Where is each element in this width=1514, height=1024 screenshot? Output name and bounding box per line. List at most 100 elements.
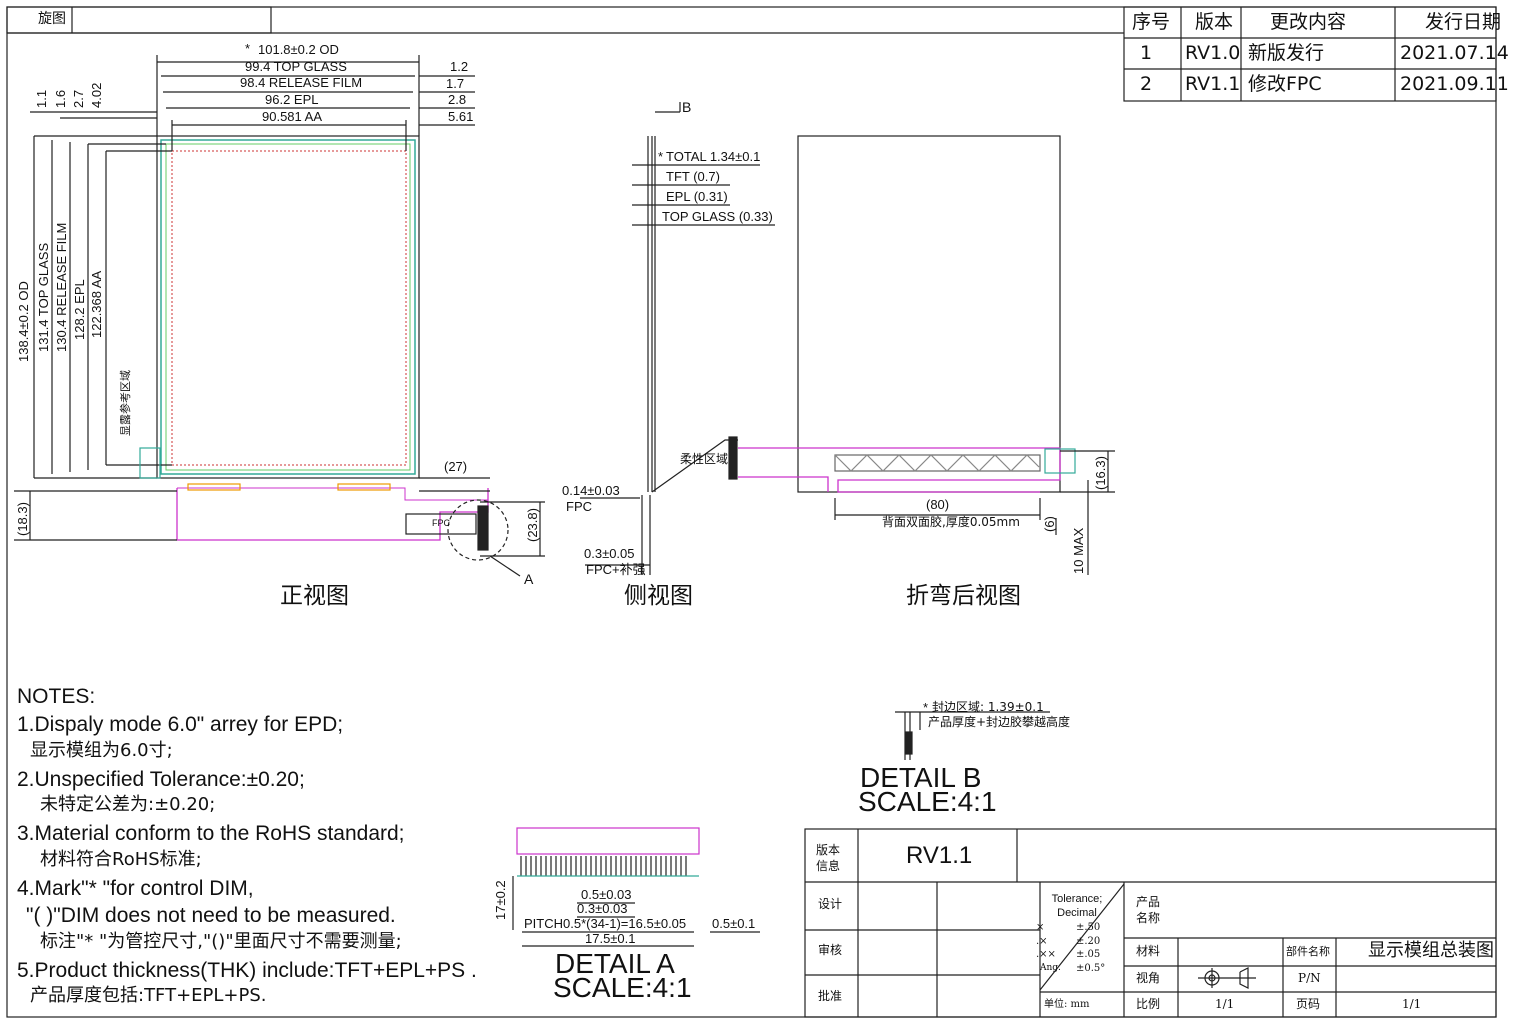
dim-right-4: 5.61 (448, 109, 474, 124)
dim-aa-width: 90.581 AA (262, 109, 322, 124)
detail-a-height: 17±0.2 (493, 880, 508, 920)
detail-a-dim1: 0.5±0.03 (581, 887, 632, 902)
note-4-en-2: "( )"DIM does not need to be measured. (26, 904, 396, 927)
dim-release-film-height: 130.4 RELEASE FILM (54, 222, 69, 352)
tol-row3-key: .×× (1036, 949, 1056, 960)
note-2-cn: 未特定公差为:±0.20; (40, 794, 216, 815)
tol-row2-val: ±.20 (1076, 936, 1101, 947)
material-label: 材料 (1136, 944, 1161, 958)
scale-label: 比例 (1136, 997, 1161, 1011)
dim-fpc-height: (18.3) (15, 502, 30, 536)
detail-a-scale: SCALE:4:1 (553, 972, 692, 1003)
page-value: 1/1 (1402, 997, 1422, 1011)
dim-stiffener-thickness: 0.3±0.05 (584, 546, 635, 561)
dim-star: * (245, 41, 251, 56)
note-4-cn: 标注"* "为管控尺寸,"()"里面尺寸不需要测量; (40, 931, 402, 952)
fpc-label: FPC (566, 499, 592, 514)
dim-topleft-4: 4.02 (89, 82, 104, 108)
dim-topleft-1: 1.1 (34, 89, 49, 108)
tol-row1-val: ±.50 (1076, 922, 1101, 933)
note-3-en: 3.Material conform to the RoHS standard; (17, 822, 405, 845)
note-1-en: 1.Dispaly mode 6.0" arrey for EPD; (17, 713, 344, 736)
detail-b-star: * (923, 700, 929, 715)
tol-row4-val: ±0.5° (1076, 963, 1106, 974)
rev-row2-version: RV1.1 (1185, 73, 1241, 95)
pn-label: P/N (1298, 971, 1321, 985)
detail-b-note: 产品厚度+封边胶攀越高度 (928, 715, 1071, 729)
dim-epl-thickness: EPL (0.31) (666, 189, 728, 204)
rev-header-version: 版本 (1195, 11, 1234, 33)
part-name-value: 显示模组总装图 (1368, 940, 1494, 961)
design-label: 设计 (818, 897, 843, 911)
dim-epl-height: 128.2 EPL (72, 279, 87, 340)
detail-b-dim: 封边区域: 1.39±0.1 (932, 700, 1044, 714)
part-name-label: 部件名称 (1286, 945, 1330, 958)
tape-label: 背面双面胶,厚度0.05mm (882, 515, 1020, 529)
dim-topleft-2: 1.6 (53, 89, 68, 108)
note-3-cn: 材料符合RoHS标准; (40, 849, 202, 870)
dim-max-thickness: 10 MAX (1071, 527, 1086, 574)
rev-row2-date: 2021.09.11 (1400, 73, 1509, 95)
tol-row3-val: ±.05 (1076, 949, 1101, 960)
dim-bent-height: (16.3) (1093, 456, 1108, 490)
approve-label: 批准 (818, 989, 843, 1003)
dim-aa-height: 122.368 AA (89, 270, 104, 338)
version-info-label: 版本信息 (816, 843, 841, 873)
notes-heading: NOTES: (17, 685, 96, 708)
note-4-en: 4.Mark"* "for control DIM, (17, 877, 254, 900)
note-5-cn: 产品厚度包括:TFT+EPL+PS. (30, 985, 267, 1006)
rev-row2-no: 2 (1140, 73, 1153, 95)
dim-top-glass-thickness: TOP GLASS (0.33) (662, 209, 773, 224)
dim-right-3: 2.8 (448, 92, 467, 107)
dim-od-width: 101.8±0.2 OD (258, 42, 339, 57)
tol-row1-key: × (1036, 922, 1045, 933)
dim-tft: TFT (0.7) (666, 169, 720, 184)
dim-total-thickness: TOTAL 1.34±0.1 (666, 149, 761, 164)
dim-top-glass-height: 131.4 TOP GLASS (36, 242, 51, 352)
dim-right-2: 1.7 (446, 76, 465, 91)
detail-a-marker: A (524, 571, 534, 587)
corner-label: 旋图 (38, 11, 66, 27)
rev-row1-version: RV1.0 (1185, 42, 1241, 64)
rev-row1-date: 2021.07.14 (1400, 42, 1509, 64)
detail-a-dim2: 0.3±0.03 (577, 901, 628, 916)
detail-a-width: 17.5±0.1 (585, 931, 636, 946)
detail-a-dim3: 0.5±0.1 (712, 916, 756, 931)
rev-header-date: 发行日期 (1425, 11, 1502, 33)
detail-b-title: DETAIL B (860, 762, 982, 793)
tolerance-title: Tolerance; Decimal (1051, 893, 1103, 919)
dim-bent-width: (80) (926, 497, 950, 512)
fpc-component-label: FPC (432, 518, 450, 528)
dim-od-height: 138.4±0.2 OD (16, 281, 31, 362)
dim-bent-thick: (6) (1042, 516, 1057, 532)
rev-row1-change: 新版发行 (1248, 42, 1325, 64)
dim-fpc-width: (27) (444, 459, 468, 474)
tol-row4-key: Ang. (1040, 963, 1061, 973)
bent-view-caption: 折弯后视图 (906, 583, 1021, 609)
flex-area-label: 柔性区域 (680, 452, 729, 466)
detail-a-title: DETAIL A (555, 948, 675, 979)
unit-label: 单位: mm (1044, 999, 1090, 1010)
rev-header-no: 序号 (1132, 11, 1171, 33)
display-area-label: 显露参考区域 (119, 370, 132, 436)
tol-row2-key: .× (1036, 936, 1048, 947)
dim-total-thickness-star: * (658, 149, 664, 164)
dim-top-glass-width: 99.4 TOP GLASS (245, 59, 347, 74)
note-5-en: 5.Product thickness(THK) include:TFT+EPL… (17, 959, 477, 982)
page-label: 页码 (1296, 997, 1321, 1011)
note-2-en: 2.Unspecified Tolerance:±0.20; (17, 768, 305, 791)
dim-release-film-width: 98.4 RELEASE FILM (240, 75, 363, 90)
stiffener-label: FPC+补强 (586, 562, 646, 577)
product-name-label: 产品名称 (1136, 895, 1161, 925)
rev-row1-no: 1 (1140, 42, 1153, 64)
view-angle-label: 视角 (1136, 971, 1161, 985)
note-1-cn: 显示模组为6.0寸; (30, 740, 173, 761)
review-label: 审核 (818, 943, 843, 957)
detail-a-pitch: PITCH0.5*(34-1)=16.5±0.05 (524, 916, 687, 931)
dim-topleft-3: 2.7 (71, 89, 86, 108)
detail-b-marker: B (682, 99, 692, 115)
dim-fpc-right-height: (23.8) (525, 508, 540, 542)
dim-right-1: 1.2 (450, 59, 469, 74)
